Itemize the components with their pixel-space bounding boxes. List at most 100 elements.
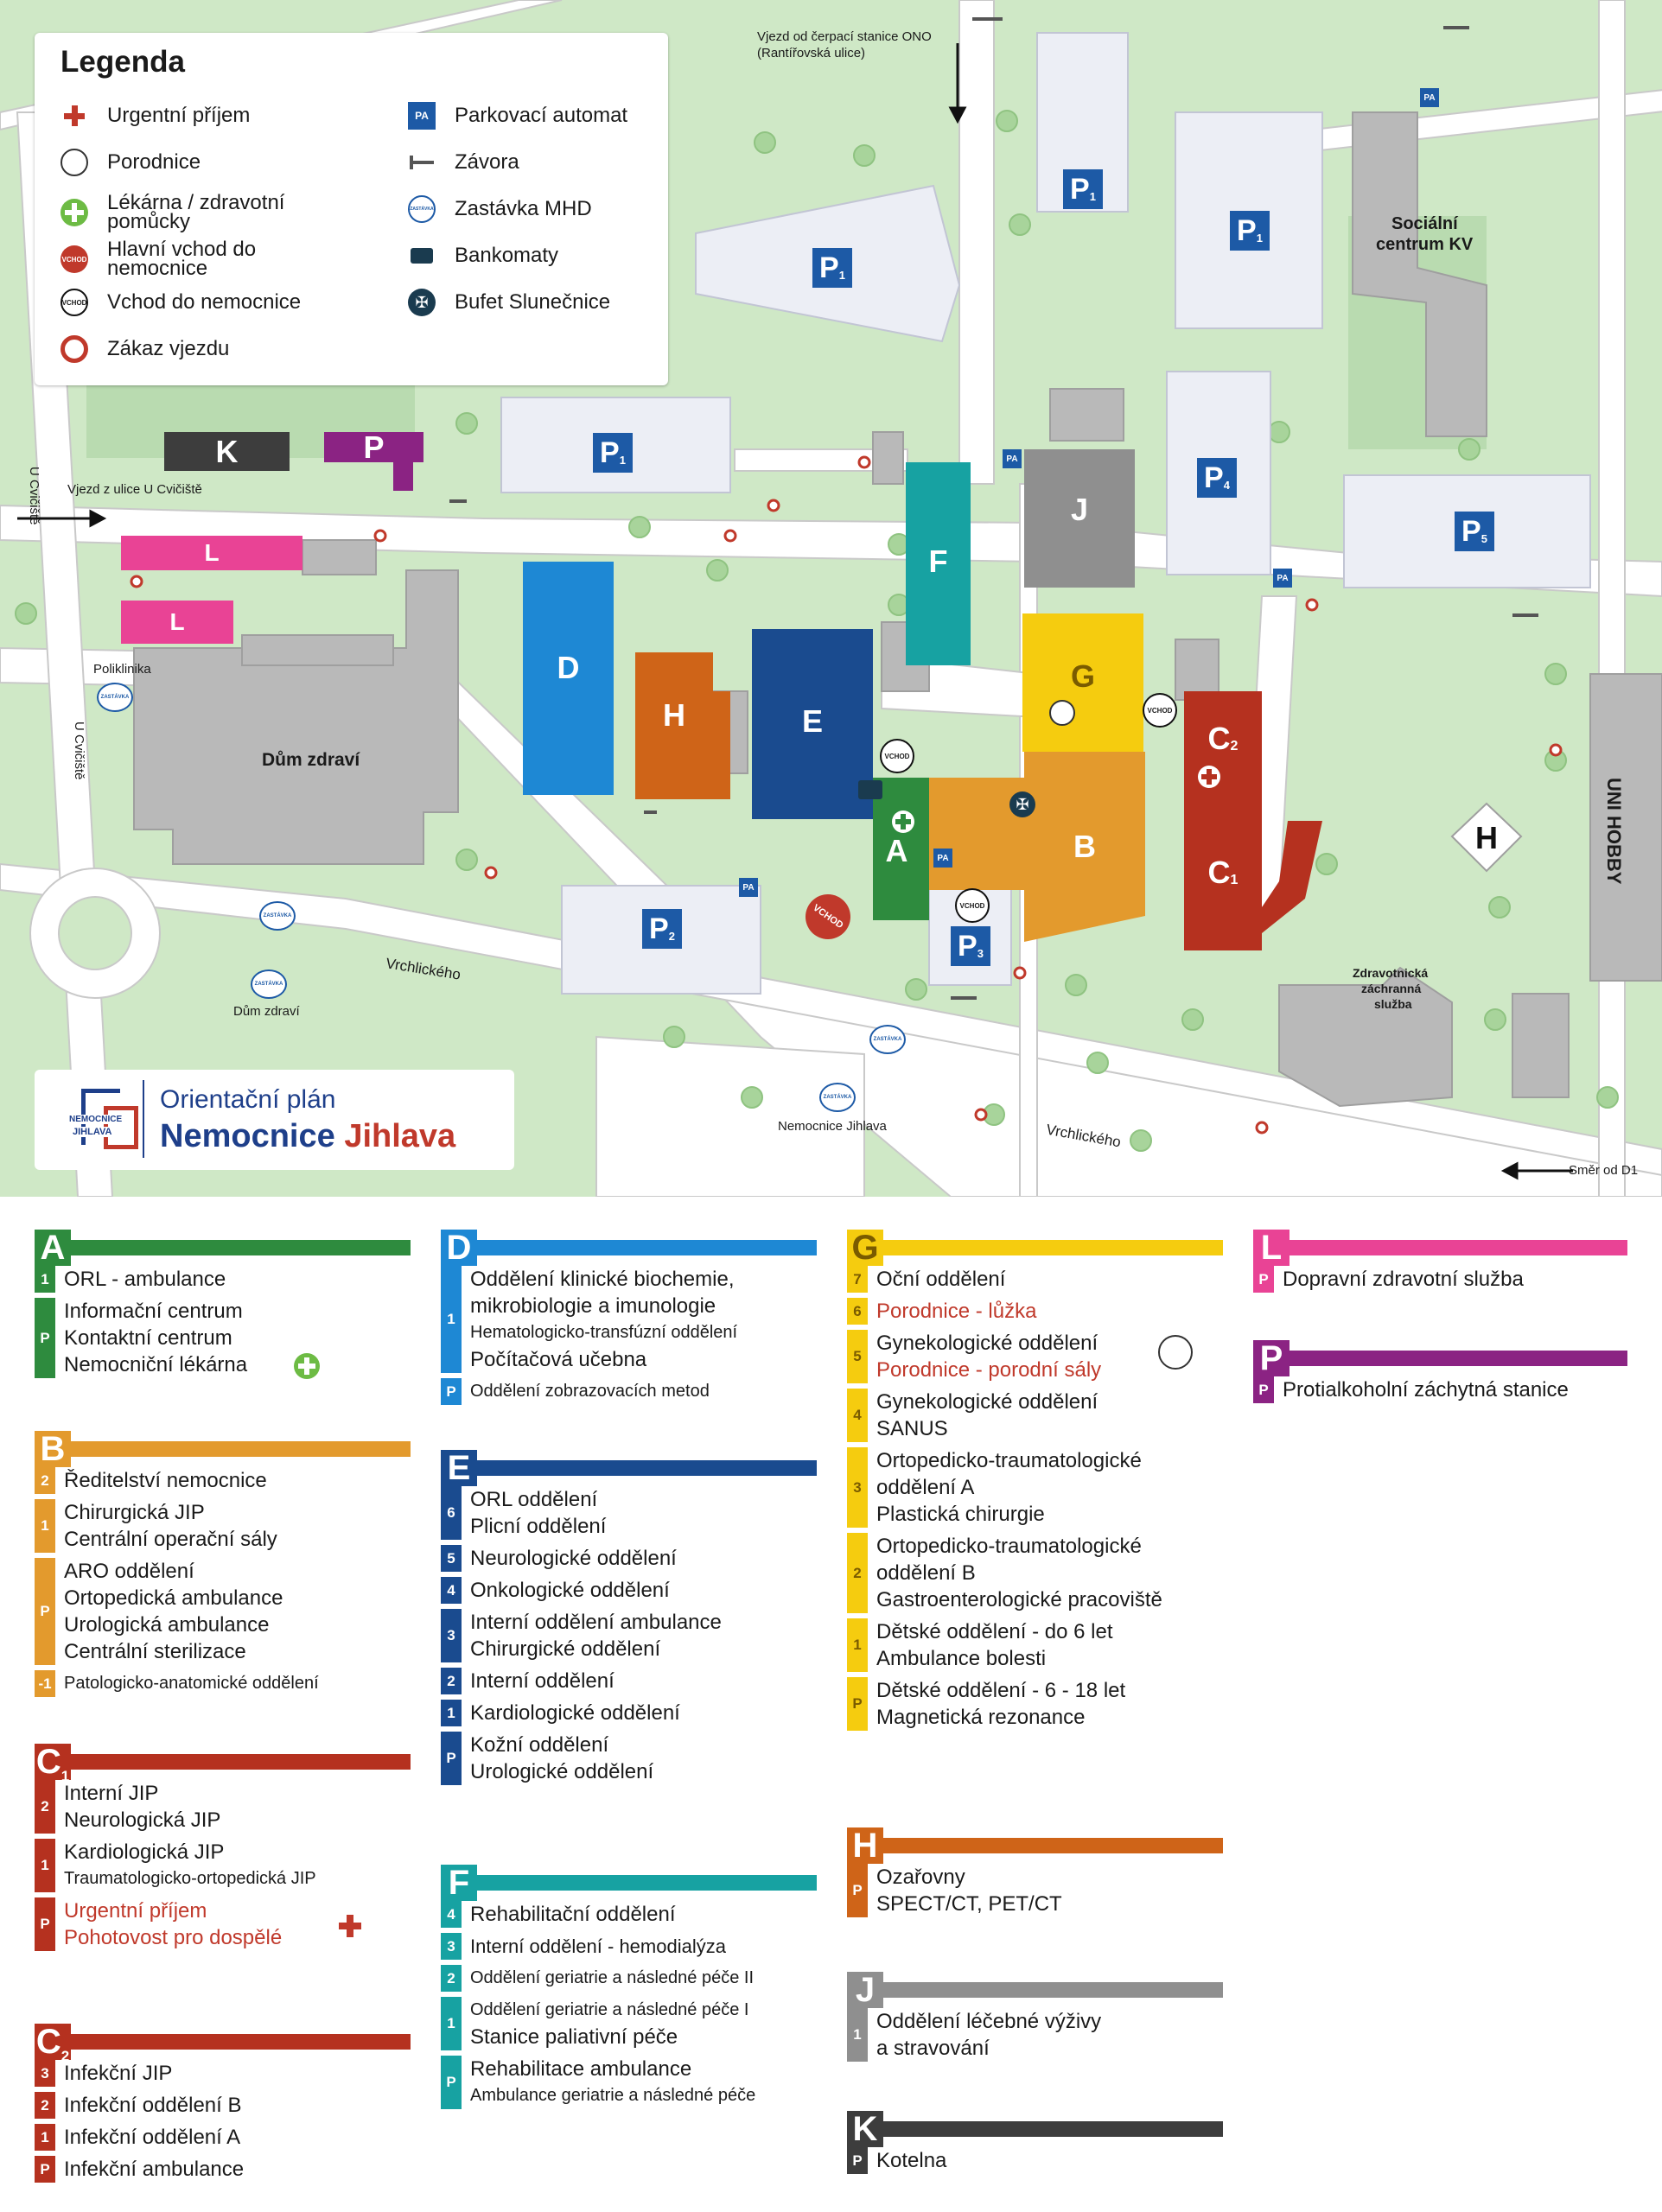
building-k[interactable]: K — [215, 433, 239, 469]
legend-item: Závora — [406, 147, 519, 178]
floor-departments: Oddělení geriatrie a následné péče II — [470, 1968, 754, 1987]
floor-departments: Porodnice - lůžka — [876, 1300, 1037, 1323]
floor-badge: 3 — [441, 1933, 462, 1960]
floor-badge: P — [35, 1298, 55, 1378]
building-l1[interactable]: L — [204, 539, 220, 566]
section-letter: J — [847, 1972, 883, 2008]
section-bar — [1253, 1351, 1627, 1366]
bus-stop-icon: ZASTÁVKA — [251, 969, 287, 999]
parking-machine-icon: PA — [406, 100, 437, 131]
baby-icon — [59, 147, 90, 178]
floor-badge: 3 — [441, 1609, 462, 1662]
legend-label: Porodnice — [107, 150, 201, 174]
building-a[interactable]: A — [885, 833, 908, 868]
urgent-cross-icon — [59, 100, 90, 131]
legend-item: Lékárna / zdravotní pomůcky — [59, 193, 315, 232]
legend-label: Hlavní vchod do nemocnice — [107, 238, 257, 280]
floor-badge: 2 — [441, 1668, 462, 1694]
legend-label: Bufet Slunečnice — [455, 290, 611, 314]
floor-departments: Interní oddělení - hemodialýza — [470, 1936, 726, 1957]
floor-departments: Dopravní zdravotní služba — [1283, 1268, 1524, 1291]
floor-row: P Dopravní zdravotní služba — [1253, 1266, 1524, 1293]
legend-item: Bankomaty — [406, 240, 558, 271]
legend-label: Urgentní příjem — [107, 104, 251, 127]
building-j[interactable]: J — [1070, 492, 1089, 527]
barrier-icon — [406, 147, 437, 178]
section-letter: H — [847, 1827, 883, 1864]
map-background — [0, 0, 1662, 1197]
building-h[interactable]: H — [663, 696, 685, 733]
floor-badge: 7 — [847, 1266, 868, 1293]
legend-item: Porodnice — [59, 147, 201, 178]
floor-badge: 1 — [847, 1618, 868, 1672]
urgent-cross-icon — [1198, 766, 1220, 788]
floor-badge: 4 — [847, 1389, 868, 1442]
section-letter: B — [35, 1431, 71, 1467]
floor-badge: P — [1253, 1266, 1274, 1293]
building-f[interactable]: F — [928, 543, 948, 579]
floor-departments: Protialkoholní záchytná stanice — [1283, 1378, 1569, 1402]
floor-departments: Oddělení zobrazovacích metod — [470, 1382, 710, 1401]
pharmacy-cross-icon — [59, 197, 90, 228]
floor-badge: -1 — [35, 1670, 55, 1697]
street-u-cviciste: U Cvičiště — [27, 467, 41, 525]
logo-subtitle: Orientační plán — [160, 1085, 336, 1114]
building-e[interactable]: E — [801, 703, 823, 739]
floor-badge: 2 — [441, 1965, 462, 1992]
floor-badge: 6 — [441, 1486, 462, 1540]
poliklinika-label: Poliklinika — [93, 662, 151, 677]
floor-badge: 1 — [35, 1839, 55, 1892]
bus-stop-icon: ZASTÁVKA — [819, 1083, 856, 1112]
building-l2[interactable]: L — [169, 608, 185, 635]
pharmacy-cross-icon — [294, 1353, 320, 1379]
building-p[interactable]: P — [363, 429, 385, 465]
uni-hobby-label: UNI HOBBY — [1603, 778, 1625, 885]
cutlery-icon: ✠ — [406, 287, 437, 318]
floor-badge: 5 — [441, 1545, 462, 1572]
bus-stop-icon: ZASTÁVKA — [259, 901, 296, 931]
legend-label: Zastávka MHD — [455, 197, 592, 220]
entrance-icon: VCHOD — [880, 739, 914, 773]
baby-icon — [1158, 1335, 1193, 1370]
hospital-logo: NEMOCNICE JIHLAVA — [69, 1089, 138, 1149]
building-g[interactable]: G — [1070, 658, 1095, 694]
building-d[interactable]: D — [557, 649, 580, 685]
building-b[interactable]: B — [1073, 829, 1096, 864]
zachranna-label: Zdravotnická — [1353, 966, 1429, 980]
floor-departments: Infekční oddělení A — [64, 2126, 241, 2149]
cviciste-entry-label: Vjezd z ulice U Cvičiště — [67, 482, 202, 497]
floor-departments: Oddělení klinické biochemie,mikrobiologi… — [470, 1268, 738, 1371]
floor-badge: P — [35, 1558, 55, 1665]
section-bar — [35, 1754, 411, 1770]
floor-badge: 5 — [847, 1330, 868, 1383]
legend-item: ✠ Bufet Slunečnice — [406, 287, 610, 318]
floor-departments: Rehabilitační oddělení — [470, 1903, 676, 1926]
